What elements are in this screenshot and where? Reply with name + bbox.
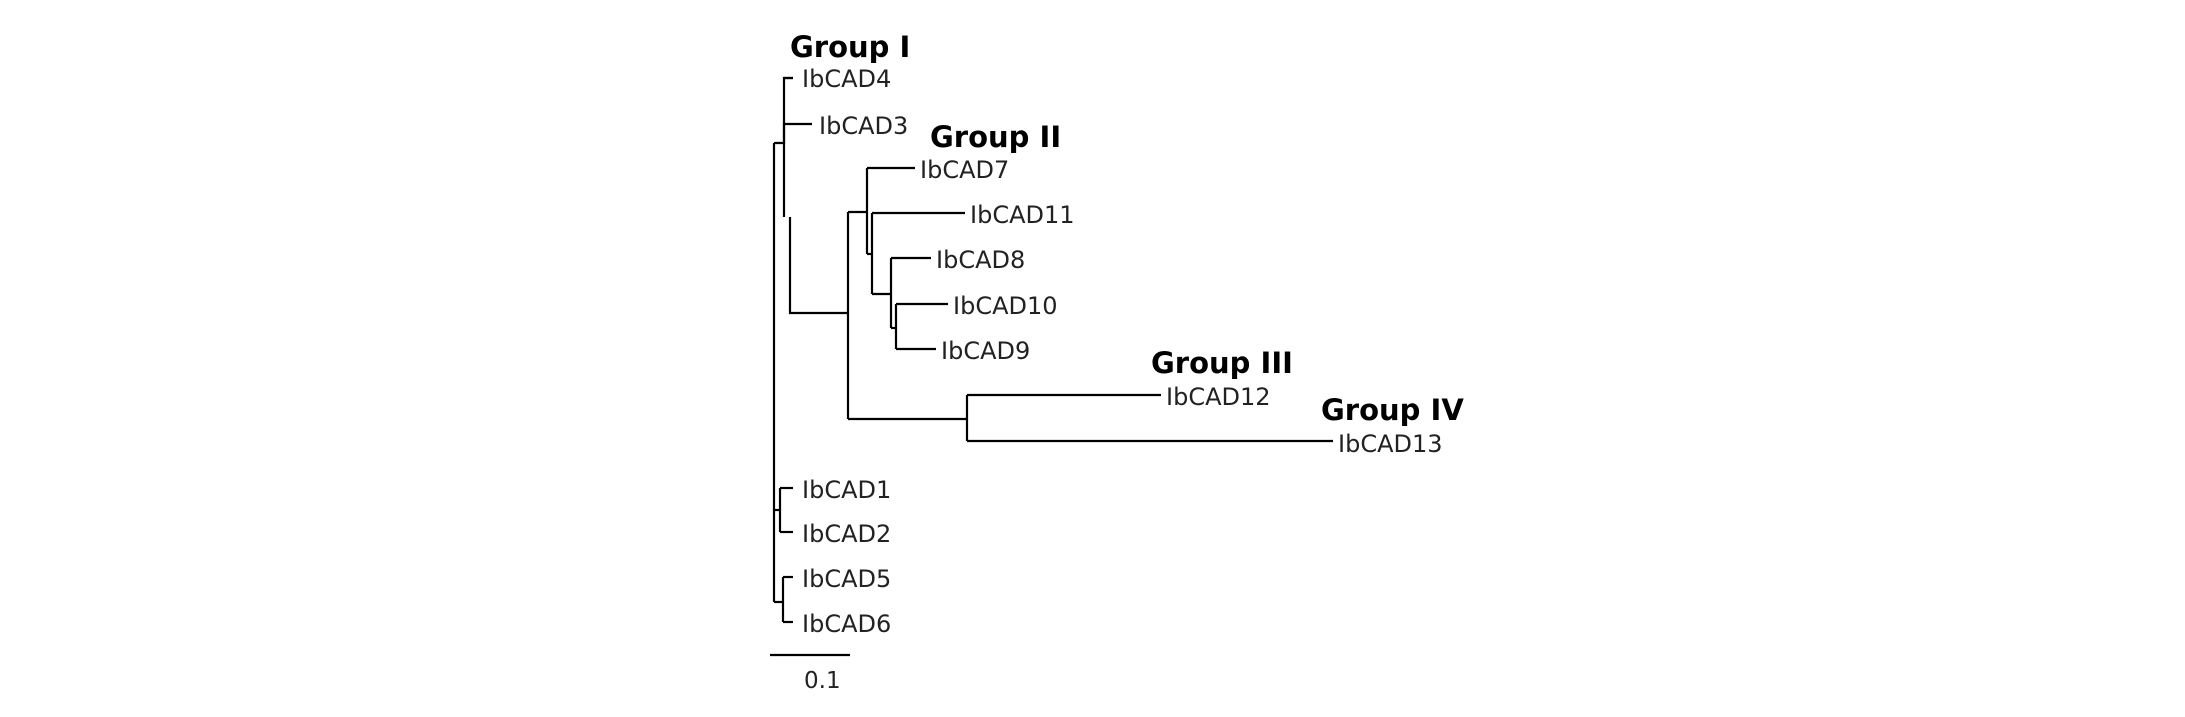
group-label-iv: Group IV xyxy=(1321,393,1464,427)
leaf-label-ibcad13: IbCAD13 xyxy=(1338,430,1443,458)
branches xyxy=(770,76,1333,657)
leaf-label-ibcad8: IbCAD8 xyxy=(936,246,1025,274)
leaf-label-ibcad9: IbCAD9 xyxy=(941,337,1030,365)
leaf-label-ibcad2: IbCAD2 xyxy=(802,520,891,548)
group-label-ii: Group II xyxy=(930,120,1061,154)
group-label-iii: Group III xyxy=(1151,346,1293,380)
branch-ibcad3-stem xyxy=(782,122,812,217)
leaf-label-ibcad7: IbCAD7 xyxy=(920,156,1009,184)
leaf-label-ibcad1: IbCAD1 xyxy=(802,476,891,504)
leaf-label-ibcad10: IbCAD10 xyxy=(953,292,1058,320)
group-labels: Group I Group II Group III Group IV xyxy=(790,30,1464,427)
leaf-label-ibcad4: IbCAD4 xyxy=(802,65,891,93)
leaf-label-ibcad12: IbCAD12 xyxy=(1166,383,1271,411)
leaf-label-ibcad6: IbCAD6 xyxy=(802,610,891,638)
scale-bar-label: 0.1 xyxy=(804,668,841,694)
group-label-i: Group I xyxy=(790,30,910,64)
leaf-label-ibcad5: IbCAD5 xyxy=(802,565,891,593)
leaf-labels: IbCAD4 IbCAD3 IbCAD7 IbCAD11 IbCAD8 IbCA… xyxy=(802,65,1443,638)
branch-upper-clade-stem xyxy=(788,217,848,315)
leaf-label-ibcad3: IbCAD3 xyxy=(819,112,908,140)
leaf-label-ibcad11: IbCAD11 xyxy=(970,201,1075,229)
